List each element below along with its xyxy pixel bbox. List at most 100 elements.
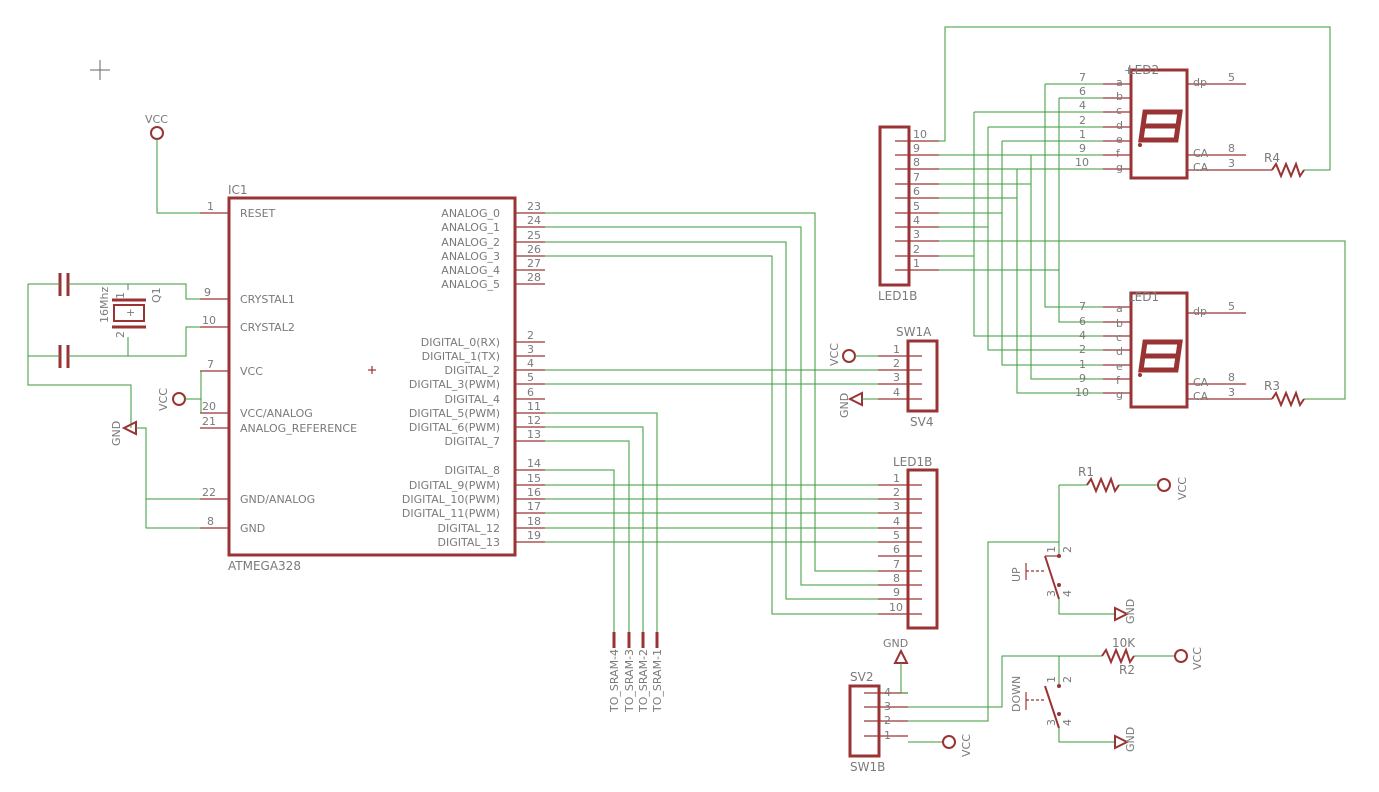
ic1-pin-label: DIGITAL_9(PWM) (409, 479, 500, 492)
led2-right-label: dp (1193, 76, 1207, 89)
r2-name: R2 (1119, 663, 1135, 677)
led2-seg-label: c (1116, 104, 1122, 117)
led2-pin-num: 2 (1079, 114, 1086, 127)
ic1-pin-label: DIGITAL_4 (445, 393, 501, 406)
led1-pin-num: 9 (1079, 372, 1086, 385)
resistor-r2[interactable]: 10K R2 (1101, 636, 1136, 677)
sw1a-subname: SV4 (910, 415, 933, 429)
vcc-symbol-top[interactable]: VCC (145, 113, 168, 140)
led1b-upper-pin: 3 (913, 228, 920, 241)
led1-name: LED1 (1128, 290, 1159, 304)
led1-seg-label: f (1116, 374, 1121, 387)
led1b-lower-pin: 6 (893, 543, 900, 556)
resistor-r3[interactable]: R3 (1264, 379, 1305, 408)
ic1-pin-num: 1 (207, 200, 214, 213)
led2-seg-label: b (1116, 90, 1123, 103)
ic1-pin-label: GND/ANALOG (240, 493, 315, 506)
sw1a-pin-num: 4 (893, 386, 900, 399)
led2-seg-label: e (1116, 133, 1123, 146)
vcc-symbol-down[interactable]: VCC (1174, 647, 1204, 670)
r1-name: R1 (1078, 465, 1094, 479)
svg-text:1: 1 (1045, 546, 1058, 553)
vcc-symbol-mid[interactable]: VCC (157, 388, 186, 411)
gnd-symbol-down[interactable]: GND (1114, 727, 1137, 752)
r3-name: R3 (1264, 379, 1280, 393)
ic1-pin-label: DIGITAL_2 (445, 364, 501, 377)
led2-pin-num: 9 (1079, 142, 1086, 155)
switch-down[interactable]: DOWN 1 2 3 4 (1010, 676, 1074, 729)
ic1-pin-label: DIGITAL_6(PWM) (409, 421, 500, 434)
vcc-symbol-up[interactable]: VCC (1157, 477, 1189, 500)
ic1-pin-num: 11 (527, 400, 541, 413)
ic1-pin-num: 18 (527, 515, 541, 528)
led1-seg-label: c (1116, 331, 1122, 344)
led1b-upper-pin: 1 (913, 257, 920, 270)
vcc-symbol-sv2[interactable]: VCC (942, 734, 973, 757)
vcc-label: VCC (960, 734, 973, 757)
gnd-symbol-left[interactable]: GND (110, 420, 137, 446)
sram-labels: TO_SRAM-4 TO_SRAM-3 TO_SRAM-2 TO_SRAM-1 (608, 632, 664, 713)
ic1-pin-label: ANALOG_4 (441, 264, 500, 277)
led2-right-label: CA (1193, 161, 1209, 174)
ic1-pin-num: 13 (527, 428, 541, 441)
ic1-pin-num: 16 (527, 486, 541, 499)
led1b-lower-pin: 2 (893, 486, 900, 499)
capacitor-c-top[interactable] (58, 273, 70, 296)
led2-pin-num: 6 (1079, 85, 1086, 98)
gnd-label: GND (838, 393, 851, 418)
ic1-pin-num: 15 (527, 472, 541, 485)
vcc-label: VCC (157, 388, 170, 411)
ic1-pin-num: 5 (527, 371, 534, 384)
ic1-pin-label: VCC (240, 365, 263, 378)
resistor-r4[interactable]: R4 (1264, 151, 1305, 179)
ic1-pin-label: ANALOG_1 (441, 221, 500, 234)
gnd-symbol-up[interactable]: GND (1114, 599, 1137, 624)
connector-led1b-lower[interactable]: LED1B 1 2 3 4 5 6 7 8 9 10 (878, 455, 939, 630)
ic1-pin-num: 25 (527, 229, 541, 242)
led1-right-label: CA (1193, 376, 1209, 389)
ic1-pin-num: 14 (527, 457, 541, 470)
led2-right-num: 5 (1228, 71, 1235, 84)
svg-text:+: + (1124, 64, 1133, 77)
led1b-lower-pin: 5 (893, 529, 900, 542)
sv2-name: SV2 (850, 670, 873, 684)
led1b-lower-pin: 1 (893, 472, 900, 485)
vcc-label: VCC (1176, 477, 1189, 500)
connector-sw1a[interactable]: SW1A SV4 1 2 3 4 (878, 325, 939, 429)
ic1-pin-num: 7 (207, 358, 214, 371)
led1b-upper-pin: 6 (913, 185, 920, 198)
led1b-upper-pin: 10 (913, 128, 927, 141)
switch-down-label: DOWN (1010, 676, 1023, 712)
led1b-upper-pin: 2 (913, 243, 920, 256)
svg-text:4: 4 (1061, 590, 1074, 597)
connector-led1b-upper[interactable]: LED1B 10 9 8 7 6 5 4 3 2 1 (878, 125, 939, 303)
switch-up[interactable]: UP 1 2 3 4 (1010, 546, 1074, 600)
crystal-pin2: 2 (114, 331, 127, 338)
sw1a-pin-num: 1 (893, 343, 900, 356)
seven-segment-led1[interactable]: LED1 7 6 4 2 1 9 10 a b c d e f g dp CA … (1075, 290, 1272, 409)
led2-pin-num: 10 (1075, 156, 1089, 169)
ic1-pin-num: 20 (202, 400, 216, 413)
led1b-lower-name: LED1B (893, 455, 932, 469)
connector-sv2[interactable]: SV2 SW1B 4 3 2 1 (848, 670, 908, 774)
led2-seg-label: a (1116, 76, 1123, 89)
led2-seg-label: g (1116, 161, 1123, 174)
gnd-symbol-sv2[interactable]: GND (883, 637, 909, 664)
sram-label: TO_SRAM-2 (637, 649, 650, 713)
led1-right-num: 5 (1228, 300, 1235, 313)
led1-pin-num: 7 (1079, 300, 1086, 313)
vcc-symbol-sw1a[interactable]: VCC (828, 343, 856, 366)
ic1-atmega328[interactable]: IC1 ATMEGA328 1 9 10 7 20 21 22 8 RESET … (200, 183, 545, 573)
ic1-pin-num: 12 (527, 414, 541, 427)
gnd-symbol-sw1a[interactable]: GND (838, 391, 863, 418)
ic1-pin-num: 9 (204, 286, 211, 299)
capacitor-c-bottom[interactable] (58, 345, 70, 368)
svg-text:2: 2 (1061, 676, 1074, 683)
led1-right-num: 8 (1228, 371, 1235, 384)
led2-name: LED2 (1128, 63, 1159, 77)
led2-pin-num: 7 (1079, 71, 1086, 84)
seven-segment-led2[interactable]: LED2 + 7 6 4 2 1 9 10 a b c d e f g dp C… (1075, 63, 1272, 180)
resistor-r1[interactable]: R1 (1078, 465, 1120, 494)
ic1-pin-label: DIGITAL_12 (438, 522, 501, 535)
crystal-q1[interactable]: + 16Mhz Q1 1 2 (98, 287, 163, 338)
